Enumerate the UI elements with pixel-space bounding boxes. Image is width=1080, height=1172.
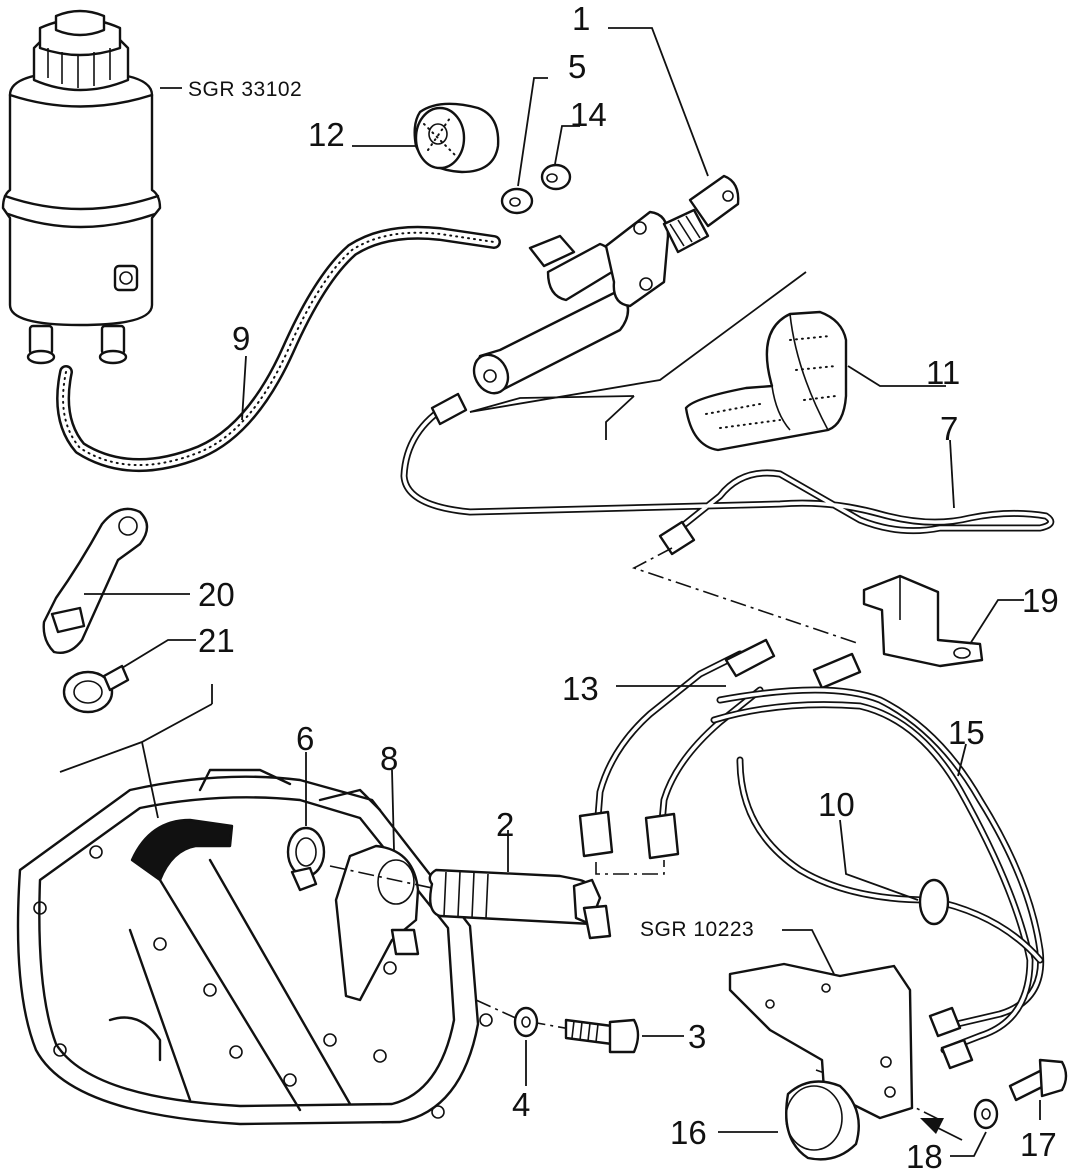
clutch-slave-cylinder bbox=[428, 830, 612, 940]
small-seal-14 bbox=[540, 125, 580, 191]
callout-11: 11 bbox=[926, 354, 960, 391]
bracket-code-label: SGR 10223 bbox=[640, 918, 754, 941]
reservoir-code-label: SGR 33102 bbox=[188, 78, 302, 101]
clutch-master-cylinder bbox=[472, 27, 740, 395]
callout-8: 8 bbox=[380, 740, 398, 777]
callout-5: 5 bbox=[568, 48, 586, 85]
centre-line-c bbox=[595, 860, 665, 875]
hose-bracket-19 bbox=[862, 574, 1024, 668]
washer-4 bbox=[513, 1006, 539, 1086]
hoses-10-15 bbox=[710, 686, 1045, 1070]
callout-19: 19 bbox=[1022, 582, 1059, 619]
reservoir-hose bbox=[56, 225, 501, 472]
bolt-17 bbox=[1008, 1058, 1068, 1120]
direction-arrow bbox=[920, 1118, 963, 1141]
callout-3: 3 bbox=[688, 1018, 706, 1055]
protective-boot bbox=[684, 310, 946, 452]
rigid-pipe-7 bbox=[400, 271, 1055, 556]
small-seal-5 bbox=[500, 77, 548, 215]
callout-2: 2 bbox=[496, 806, 514, 843]
retaining-clip-6 bbox=[286, 752, 326, 892]
callout-12: 12 bbox=[308, 116, 345, 153]
callout-15: 15 bbox=[948, 714, 985, 751]
mount-pad-16 bbox=[718, 1080, 860, 1161]
callout-17: 17 bbox=[1020, 1126, 1057, 1163]
spring-clip-21 bbox=[62, 639, 196, 714]
callout-21: 21 bbox=[198, 622, 235, 659]
release-plate-8 bbox=[334, 769, 420, 1002]
fluid-reservoir bbox=[1, 9, 182, 365]
callout-1: 1 bbox=[572, 0, 590, 37]
callout-18: 18 bbox=[906, 1138, 943, 1172]
callout-13: 13 bbox=[562, 670, 599, 707]
centre-line-b bbox=[329, 865, 433, 889]
callout-7: 7 bbox=[940, 410, 958, 447]
bolt-3 bbox=[564, 1018, 684, 1054]
callout-6: 6 bbox=[296, 720, 314, 757]
washer-18 bbox=[950, 1098, 999, 1157]
rubber-grommet bbox=[352, 102, 500, 174]
callout-20: 20 bbox=[198, 576, 235, 613]
callout-9: 9 bbox=[232, 320, 250, 357]
callout-14: 14 bbox=[570, 96, 607, 133]
callout-16: 16 bbox=[670, 1114, 707, 1151]
gearbox-housing bbox=[16, 684, 493, 1126]
release-fork-20 bbox=[42, 507, 190, 654]
mount-bracket bbox=[728, 929, 914, 1120]
centre-line-a bbox=[631, 547, 861, 645]
flex-hose-13 bbox=[578, 638, 862, 860]
callout-10: 10 bbox=[818, 786, 855, 823]
callout-4: 4 bbox=[512, 1086, 530, 1123]
